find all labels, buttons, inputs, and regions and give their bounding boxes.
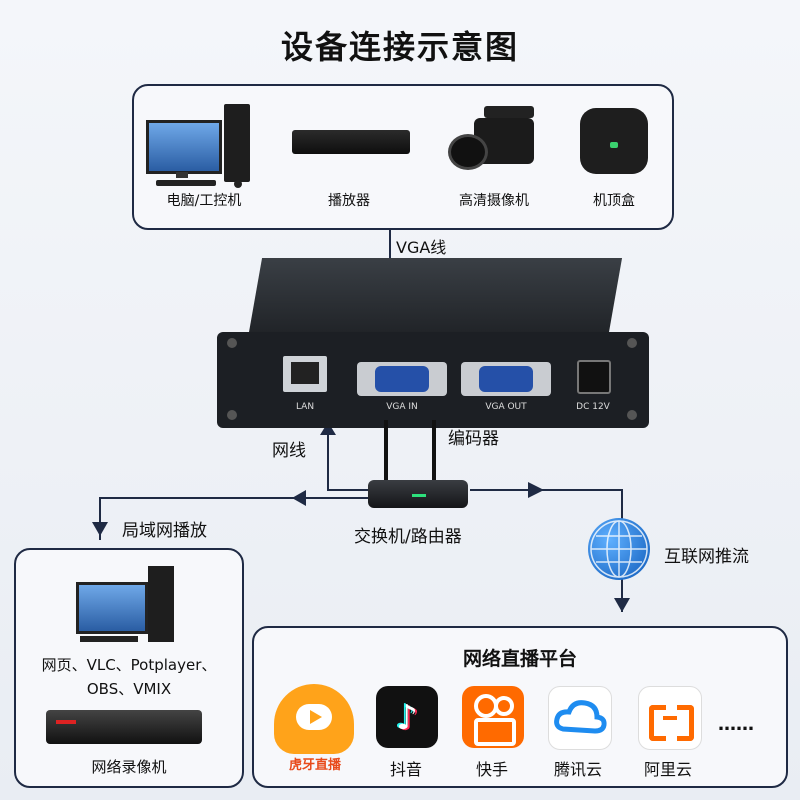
more-apps: ……: [718, 714, 754, 735]
platform-title: 网络直播平台: [462, 648, 577, 670]
kuaishou-icon: [462, 686, 524, 748]
encoder-top: [247, 258, 623, 338]
internet-label: 互联网推流: [664, 547, 749, 567]
tencent-cloud-icon: [548, 686, 612, 750]
router-label: 交换机/路由器: [354, 527, 462, 547]
players-line1: 网页、VLC、Potplayer、: [41, 656, 217, 674]
monitor-icon: [146, 120, 222, 174]
port-label-dc: DC 12V: [576, 402, 610, 412]
page-title: 设备连接示意图: [280, 28, 519, 66]
lan-port: [283, 356, 327, 392]
lan-arrow: [320, 422, 336, 435]
camera-device: [444, 104, 544, 174]
push-arrow: [614, 598, 630, 612]
players-line2: OBS、VMIX: [86, 680, 172, 698]
settop-box-device: [580, 108, 648, 174]
app-label-kuaishou: 快手: [475, 760, 508, 779]
app-aliyun[interactable]: 阿里云: [634, 686, 714, 779]
app-tencent-cloud[interactable]: 腾讯云: [544, 686, 624, 779]
source-label-player: 播放器: [328, 193, 370, 209]
router-device: [364, 420, 474, 510]
app-label-huya: 虎牙直播: [288, 758, 341, 773]
encoder-front: LAN VGA IN VGA OUT DC 12V: [217, 332, 649, 428]
app-douyin[interactable]: ♪ 抖音: [372, 686, 452, 779]
port-label-vga-in: VGA IN: [386, 402, 418, 412]
recorder-label: 网络录像机: [91, 758, 167, 776]
app-kuaishou[interactable]: 快手: [458, 686, 538, 779]
keyboard-icon: [156, 180, 216, 186]
network-cable-label: 网线: [272, 441, 306, 461]
right-arrow: [528, 482, 544, 498]
lan-play-label: 局域网播放: [122, 521, 207, 541]
local-tower-icon: [148, 566, 174, 642]
player-device: [292, 130, 412, 158]
source-label-pc: 电脑/工控机: [166, 193, 242, 209]
antenna-right: [432, 420, 436, 482]
vga-in-port: [357, 362, 447, 396]
nvr-device: [46, 710, 202, 744]
local-playback-panel: 网页、VLC、Potplayer、 OBS、VMIX 网络录像机: [14, 548, 244, 788]
local-monitor-icon: [76, 582, 148, 634]
pc-device: [146, 100, 256, 195]
port-label-lan: LAN: [295, 402, 315, 412]
app-label-douyin: 抖音: [389, 760, 422, 779]
source-label-settop: 机顶盒: [593, 193, 635, 209]
dc-port: [577, 360, 611, 394]
internet-line: [470, 489, 623, 520]
local-pc-device: [76, 564, 186, 644]
vga-cable-label: VGA线: [396, 238, 447, 257]
globe-icon: [588, 518, 650, 580]
encoder-device: LAN VGA IN VGA OUT DC 12V: [205, 258, 665, 436]
huya-icon: [274, 684, 354, 754]
vga-out-port: [461, 362, 551, 396]
encoder-label: 编码器: [448, 429, 499, 449]
aliyun-icon: [638, 686, 702, 750]
tower-icon: [224, 104, 250, 182]
lan-cable-line: [327, 412, 370, 491]
antenna-left: [384, 420, 388, 482]
source-devices-panel: 电脑/工控机 播放器 高清摄像机 机顶盒: [132, 84, 674, 230]
live-platform-panel: 网络直播平台 虎牙直播 ♪ 抖音 快手 腾讯云: [252, 626, 788, 788]
router-body: [368, 480, 468, 508]
lan-play-arrow: [92, 522, 108, 536]
app-label-tencent: 腾讯云: [553, 760, 602, 779]
app-huya[interactable]: 虎牙直播: [270, 684, 360, 776]
port-label-vga-out: VGA OUT: [485, 402, 527, 412]
left-arrow: [292, 490, 306, 506]
douyin-icon: ♪: [376, 686, 438, 748]
source-label-camera: 高清摄像机: [459, 193, 529, 209]
app-label-aliyun: 阿里云: [643, 760, 692, 779]
